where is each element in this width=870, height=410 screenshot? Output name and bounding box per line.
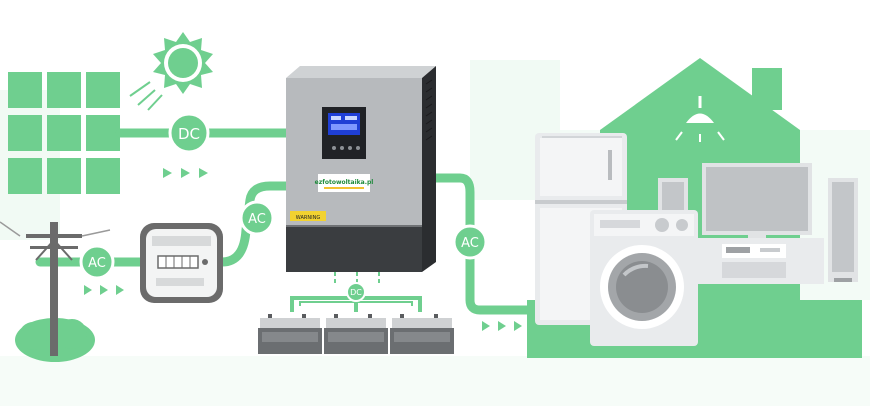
ac-output-badge: AC (452, 224, 488, 260)
battery-3 (390, 314, 454, 354)
dc-battery-badge: DC (346, 282, 366, 302)
tv-cabinet (692, 238, 824, 284)
meter-line (217, 181, 295, 267)
battery-1 (258, 314, 322, 354)
svg-text:AC: AC (461, 236, 479, 251)
dc-dotted-arrows (334, 272, 380, 283)
svg-text:AC: AC (248, 212, 266, 227)
lamp-icon (675, 96, 725, 142)
ac-grid-badge: AC (79, 244, 115, 280)
speaker-icon (658, 178, 858, 282)
tv-icon (702, 163, 812, 241)
svg-text:DC: DC (350, 288, 362, 297)
solar-panel-icon (8, 72, 120, 194)
arrow-icon (84, 168, 522, 331)
svg-text:AC: AC (88, 256, 106, 271)
battery-icon (258, 314, 454, 354)
warning-sticker (290, 211, 326, 221)
dc-solar-badge: DC (168, 112, 210, 154)
energy-meter-icon (140, 223, 223, 303)
svg-text:DC: DC (178, 125, 200, 143)
brand-text: ezfotowoltaika.pl (315, 179, 374, 186)
washing-machine-icon (590, 210, 698, 346)
ac-meter-badge: AC (239, 200, 275, 236)
warning-text: WARNING (296, 215, 321, 221)
battery-2 (324, 314, 388, 354)
inverter: ezfotowoltaika.pl WARNING (286, 66, 436, 272)
sun-icon (129, 32, 213, 111)
utility-pole-icon (0, 221, 111, 362)
